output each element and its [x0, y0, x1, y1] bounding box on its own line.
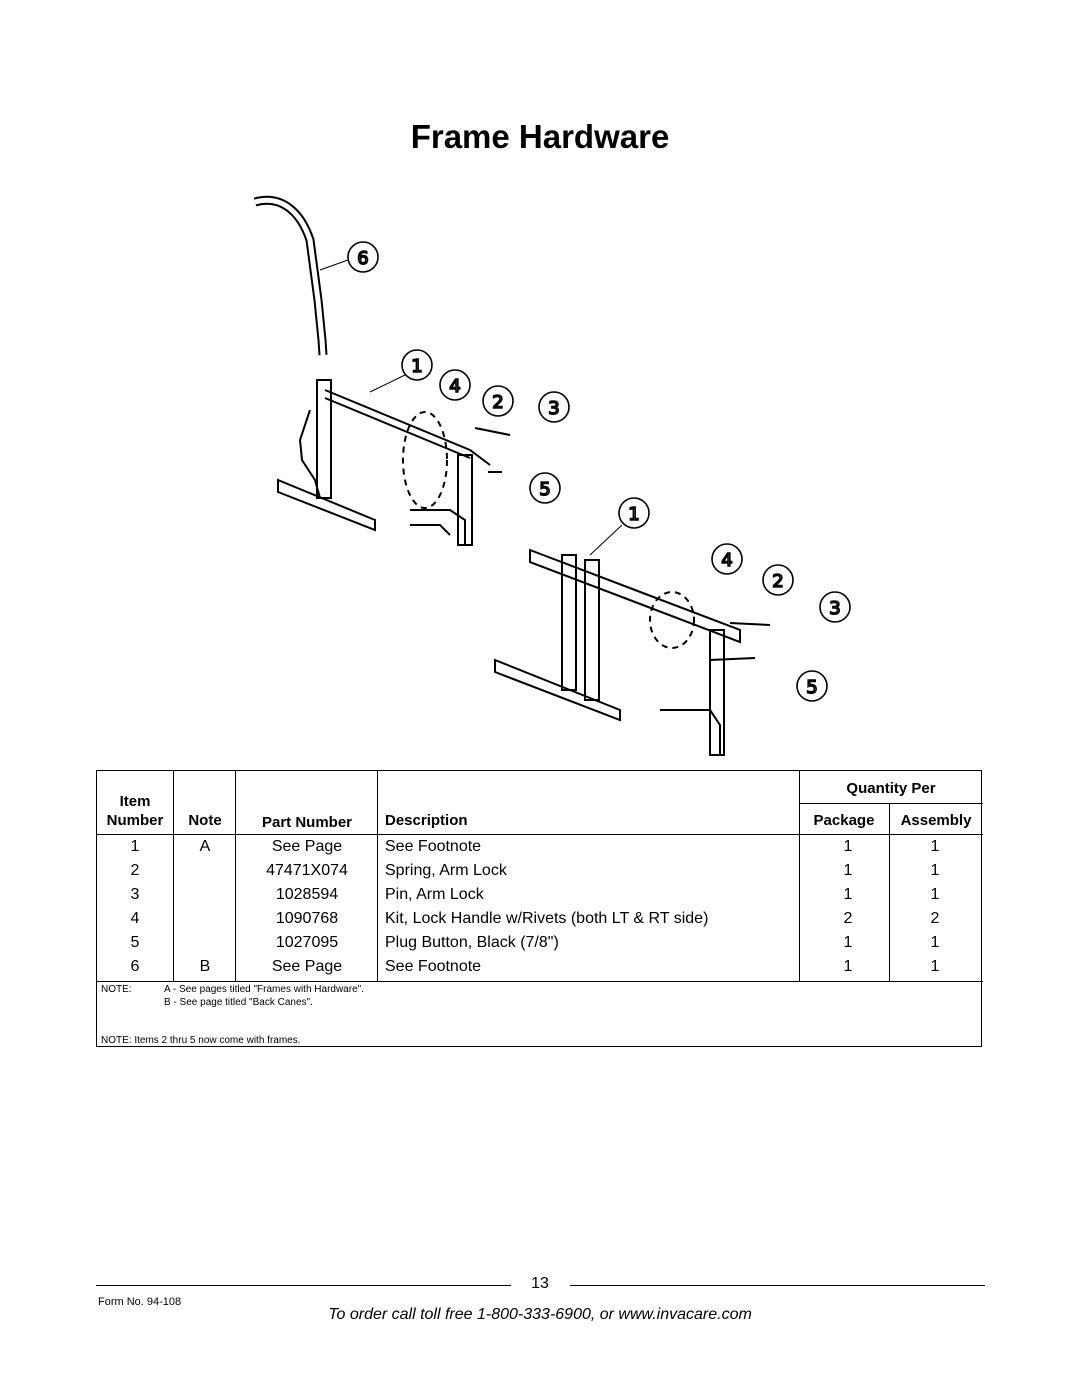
footer-rule-right [570, 1285, 985, 1286]
page-number: 13 [531, 1275, 549, 1292]
callout-5: 5 [539, 479, 550, 500]
header-item: Item [119, 793, 151, 810]
form-number: Form No. 94-108 [98, 1296, 182, 1308]
callout-3b: 3 [829, 598, 840, 619]
footer-rule-left [96, 1285, 511, 1286]
callout-2b: 2 [772, 571, 783, 592]
callout-2: 2 [492, 392, 503, 413]
callout-5b: 5 [806, 677, 817, 698]
note-b: B - See page titled "Back Canes". [164, 997, 313, 1008]
note-footnote: NOTE: Items 2 thru 5 now come with frame… [101, 1035, 301, 1046]
callout-6: 6 [357, 248, 368, 269]
parts-table: Item Number Note Part Number Description… [96, 770, 983, 1047]
callout-1: 1 [411, 356, 422, 377]
frame-hardware-diagram: 6 1 4 2 3 5 1 4 2 3 5 [253, 195, 851, 756]
header-note: Note [188, 812, 222, 829]
header-description: Description [385, 812, 468, 829]
callout-1b: 1 [628, 504, 639, 525]
callout-4b: 4 [721, 550, 732, 571]
header-quantity-per: Quantity Per [846, 780, 936, 797]
header-part-number: Part Number [261, 814, 353, 831]
header-package: Package [813, 812, 875, 829]
note-label: NOTE: [101, 984, 132, 995]
callout-3: 3 [548, 398, 559, 419]
callout-4: 4 [449, 376, 460, 397]
header-number: Number [106, 812, 164, 829]
note-a: A - See pages titled "Frames with Hardwa… [164, 984, 364, 995]
order-info: To order call toll free 1-800-333-6900, … [328, 1306, 752, 1323]
page-title: Frame Hardware [410, 118, 670, 155]
header-assembly: Assembly [900, 812, 972, 829]
